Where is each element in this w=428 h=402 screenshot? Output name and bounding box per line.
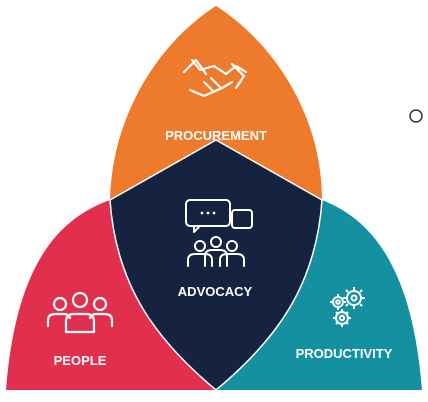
advocacy-center: [110, 140, 322, 390]
handshake-icon: [182, 58, 248, 98]
procurement-segment: [110, 6, 322, 200]
discussion-group-icon: [185, 199, 253, 267]
people-label: PEOPLE: [54, 353, 107, 368]
people-segment: [6, 200, 216, 390]
people-group-icon: [46, 291, 114, 334]
gears-icon: [330, 287, 365, 327]
productivity-label: PRODUCTIVITY: [296, 346, 393, 361]
productivity-segment: [216, 200, 422, 390]
decorative-circle: [409, 109, 423, 123]
procurement-label: PROCUREMENT: [165, 128, 267, 143]
advocacy-label: ADVOCACY: [178, 284, 253, 299]
segment-dividers: [109, 139, 323, 391]
